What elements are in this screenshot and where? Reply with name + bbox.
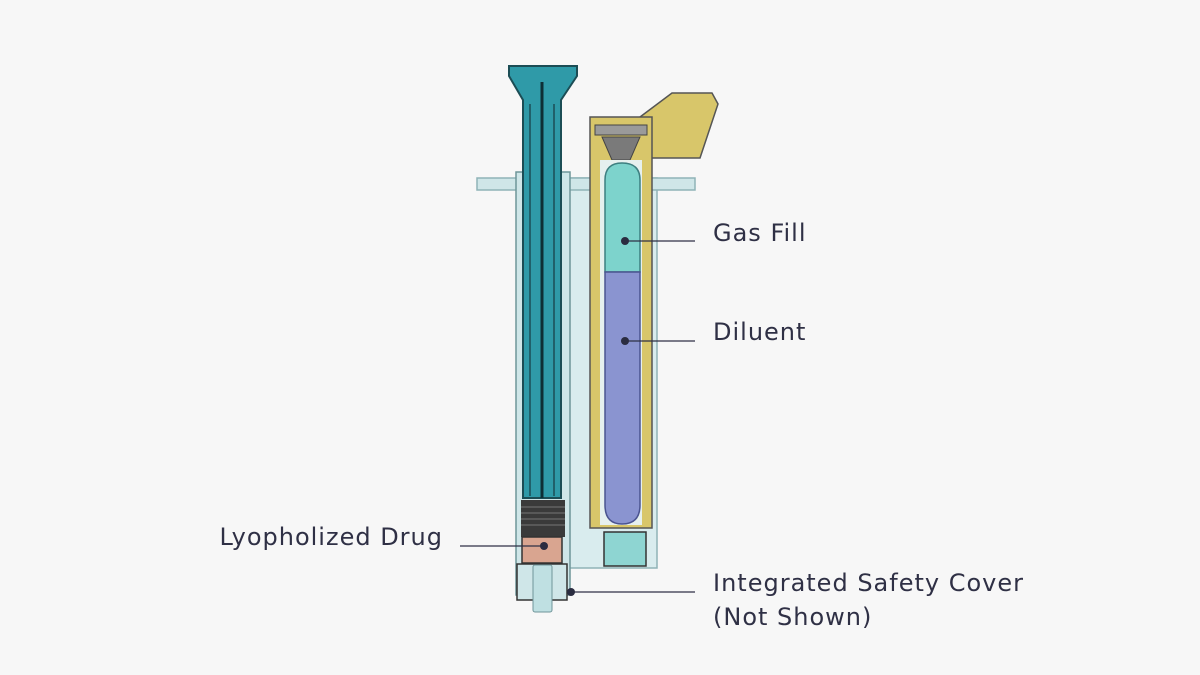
label-safety-cover-line2: (Not Shown): [713, 603, 873, 631]
leader-lyophilized-drug: [460, 542, 548, 550]
label-diluent: Diluent: [713, 318, 807, 346]
leader-gas-fill: [621, 237, 695, 245]
label-gas-fill: Gas Fill: [713, 219, 807, 247]
lyophilized-drug-region: [521, 536, 563, 564]
diluent-region: [604, 271, 641, 525]
leader-safety-cover: [567, 588, 695, 596]
label-safety-cover-line1: Integrated Safety Cover: [713, 569, 1024, 597]
gas-fill-region: [604, 162, 641, 273]
finger-flange: [476, 177, 696, 191]
needle-tip: [532, 564, 553, 613]
vial-cap: [603, 531, 647, 567]
stopper: [521, 500, 565, 537]
leader-diluent: [621, 337, 695, 345]
label-safety-cover: Integrated Safety Cover (Not Shown): [713, 566, 1024, 634]
label-lyophilized-drug: Lyopholized Drug: [219, 523, 443, 551]
